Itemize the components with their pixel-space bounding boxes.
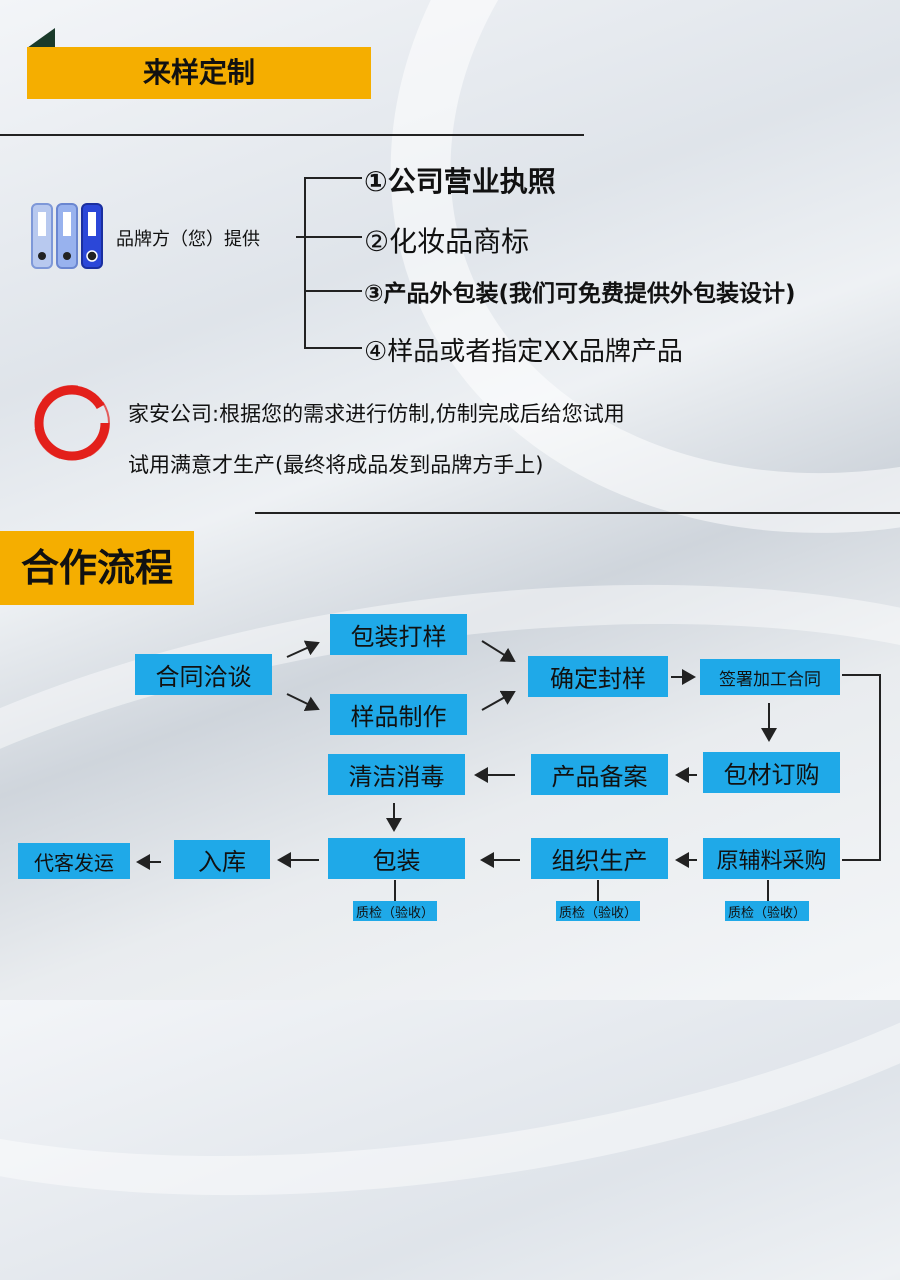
binder-icon xyxy=(30,198,105,273)
qc-label-raw: 质检（验收） xyxy=(725,901,809,921)
bracket-tick-1 xyxy=(304,177,362,179)
red-circle-icon xyxy=(30,381,114,465)
step-warehouse: 入库 xyxy=(174,840,270,879)
corner-triangle-icon xyxy=(27,28,55,48)
qc-label-produce: 质检（验收） xyxy=(556,901,640,921)
provide-item-1: ①公司营业执照 xyxy=(364,165,556,198)
section-title-process-text: 合作流程 xyxy=(20,546,173,590)
bracket-tick-4 xyxy=(304,347,362,349)
qc-stem-raw xyxy=(767,880,769,901)
arrow-icon xyxy=(481,640,516,663)
step-confirm-seal: 确定封样 xyxy=(528,656,668,697)
step-product-record: 产品备案 xyxy=(531,754,668,795)
step-sample-make: 样品制作 xyxy=(330,694,467,735)
step-sign-contract: 签署加工合同 xyxy=(700,659,840,695)
bracket-vertical xyxy=(304,177,306,349)
step-packaging: 包装 xyxy=(328,838,465,879)
step-pack-sample: 包装打样 xyxy=(330,614,467,655)
qc-label-packaging: 质检（验收） xyxy=(353,901,437,921)
provide-item-2: ②化妆品商标 xyxy=(364,225,530,258)
provider-label: 品牌方（您）提供 xyxy=(116,229,260,250)
qc-stem-produce xyxy=(597,880,599,901)
divider-top xyxy=(0,134,584,136)
arrow-icon xyxy=(286,693,320,711)
qc-stem-packaging xyxy=(394,880,396,901)
section-title-custom-text: 来样定制 xyxy=(142,56,255,89)
divider-mid xyxy=(255,512,900,514)
step-ship: 代客发运 xyxy=(18,843,130,879)
step-material-order: 包材订购 xyxy=(703,752,840,793)
step-contract-talk: 合同洽谈 xyxy=(135,654,272,695)
step-raw-purchase: 原辅料采购 xyxy=(703,838,840,879)
bracket-tick-2 xyxy=(304,236,362,238)
provide-item-3: ③产品外包装(我们可免费提供外包装设计) xyxy=(364,281,796,307)
loop-connector xyxy=(842,674,881,861)
arrow-icon xyxy=(481,690,516,711)
step-organize-produce: 组织生产 xyxy=(531,838,668,879)
step-clean-disinfect: 清洁消毒 xyxy=(328,754,465,795)
bracket-tick-3 xyxy=(304,290,362,292)
section-title-process: 合作流程 xyxy=(0,531,194,605)
note-line-2: 试用满意才生产(最终将成品发到品牌方手上) xyxy=(128,453,544,477)
arrow-icon xyxy=(286,640,320,658)
note-line-1: 家安公司:根据您的需求进行仿制,仿制完成后给您试用 xyxy=(128,402,625,426)
provide-item-4: ④样品或者指定XX品牌产品 xyxy=(364,337,683,367)
bracket-connector xyxy=(296,236,306,238)
section-title-custom: 来样定制 xyxy=(27,47,371,99)
